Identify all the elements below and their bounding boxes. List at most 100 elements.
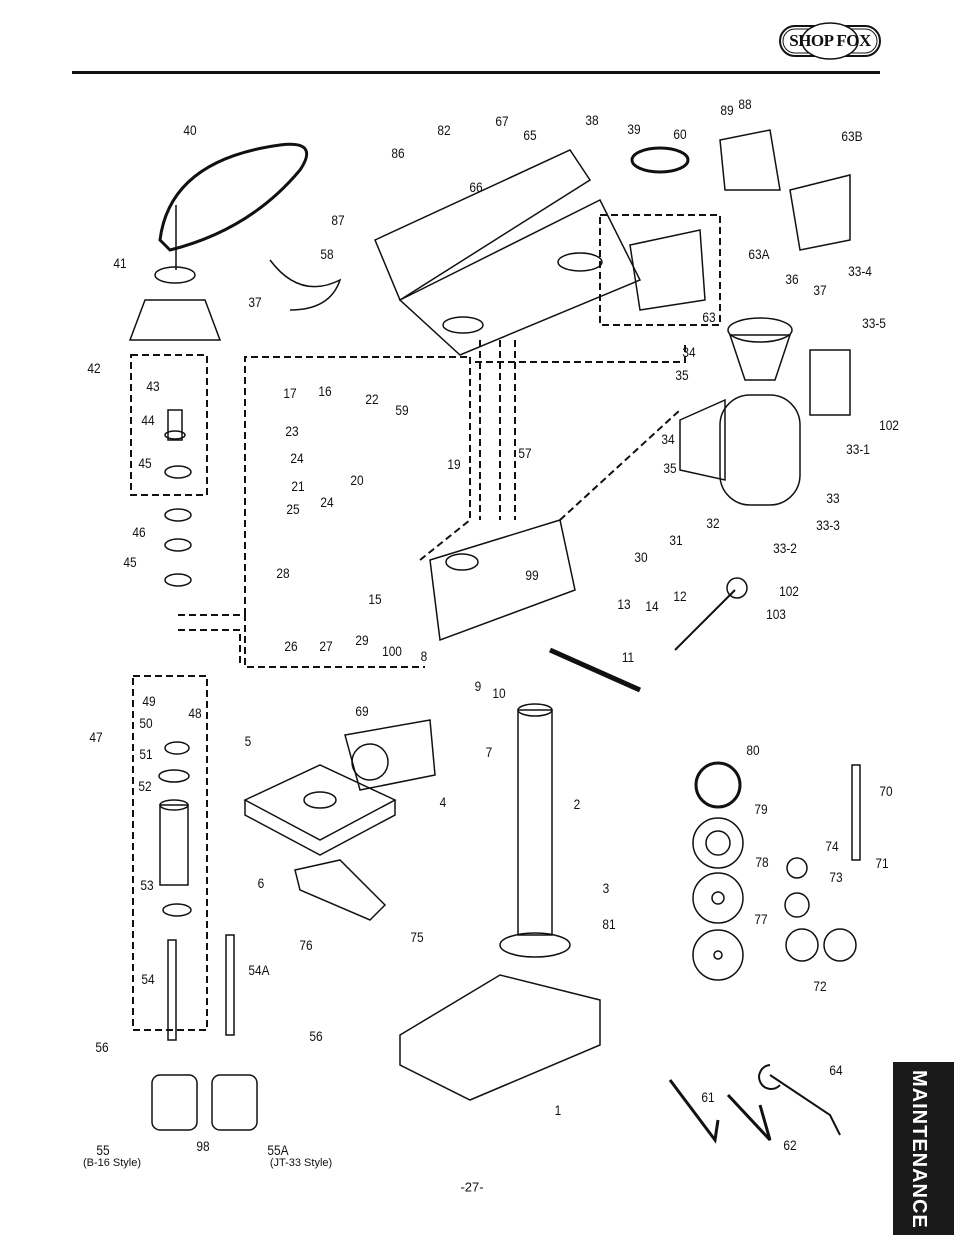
group-47-box [132,675,208,1031]
part-callout: 53 [140,877,154,893]
belt-60 [630,146,690,174]
dashed-boxes [130,214,721,1031]
part-drawings [128,129,861,1144]
part-callout: 33-3 [816,517,840,533]
part-callout: 67 [495,113,509,129]
part-callout: 34 [661,431,675,447]
part-callout: 29 [355,632,369,648]
logo-badge [779,22,881,60]
part-callout: 31 [669,532,683,548]
part-callout: 54 [141,971,155,987]
section-tab-label: MAINTENANCE [908,1070,930,1229]
head-8 [429,519,576,642]
part-callout: 37 [813,282,827,298]
belt-cover-38 [374,149,592,302]
part-callout: 52 [138,778,152,794]
part-callout: 26 [284,638,298,654]
part-callout: 102 [779,583,799,599]
part-callout: 33-5 [862,315,886,331]
part-callout: 82 [437,122,451,138]
part-callout: 13 [617,596,631,612]
part-callout: 12 [673,588,687,604]
header-rule [72,71,880,74]
part-callout: 6 [257,875,265,891]
part-callout: 33 [826,490,840,506]
part-callout: 39 [627,121,641,137]
part-callout: 98 [196,1138,210,1154]
part-callout: 35 [663,460,677,476]
part-callout: 28 [276,565,290,581]
page-number: -27- [460,1179,484,1195]
part-callout: 59 [395,402,409,418]
pinion-shaft-11 [548,647,642,693]
part-callout: 42 [87,360,101,376]
part-callout: 80 [746,742,760,758]
part-callout: 70 [879,783,893,799]
part-callout: 32 [706,515,720,531]
part-callout: 27 [319,638,333,654]
part-callout: 54A [248,962,270,978]
handle-12 [674,589,736,651]
part-callout: 22 [365,391,379,407]
part-callout: 16 [318,383,332,399]
part-callout: 25 [286,501,300,517]
part-callout: 10 [492,685,506,701]
part-callout: 74 [825,838,839,854]
part-callout: 65 [523,127,537,143]
hex-wrench-62 [726,1093,772,1142]
hex-wrench-61 [668,1079,720,1144]
part-callout: 89 [720,102,734,118]
assembly-63b [789,174,851,251]
wrench-64 [758,1064,841,1136]
bracket-4 [344,719,436,791]
part-callout: 88 [738,96,752,112]
part-callout: 34 [682,344,696,360]
part-callout: 58 [320,246,334,262]
part-callout: 43 [146,378,160,394]
part-callout: 86 [391,145,405,161]
part-callout: 55A [267,1142,289,1158]
base-1 [399,974,601,1101]
head-assembly-dash [244,356,470,615]
pulley-41 [128,299,222,341]
part-callout: 33-2 [773,540,797,556]
jt33-style-note: (JT-33 Style) [269,1157,333,1169]
part-callout: 7 [485,744,493,760]
part-callout: 55 [96,1142,110,1158]
part-callout: 81 [602,916,616,932]
part-callout: 48 [188,705,202,721]
part-callout: 49 [142,693,156,709]
part-callout: 4 [439,794,447,810]
part-callout: 3 [602,880,610,896]
part-callout: 103 [766,606,786,622]
group-42-box [130,354,208,496]
part-callout: 9 [474,678,482,694]
part-callout: 46 [132,524,146,540]
part-callout: 75 [410,929,424,945]
part-callout: 24 [290,450,304,466]
chuck-55 [151,1074,198,1131]
group-63-box [599,214,721,326]
table-5 [243,764,397,841]
cord-58 [269,259,342,311]
part-callout: 44 [141,412,155,428]
logo-text: SHOP FOX [789,31,871,50]
belt-40 [158,142,309,252]
part-callout: 8 [420,648,428,664]
part-callout: 56 [95,1039,109,1055]
motor-33 [719,394,801,506]
spindle-sleeve-53 [159,804,189,886]
part-callout: 56 [309,1028,323,1044]
part-callout: 69 [355,703,369,719]
part-callout: 41 [113,255,127,271]
part-callout: 66 [469,179,483,195]
part-callout: 47 [89,729,103,745]
assembly-63 [629,229,706,311]
column-2 [517,709,553,936]
part-callout: 35 [675,367,689,383]
part-callout: 79 [754,801,768,817]
part-callout: 76 [299,937,313,953]
part-callout: 11 [621,649,635,665]
part-callout: 72 [813,978,827,994]
part-callout: 30 [634,549,648,565]
